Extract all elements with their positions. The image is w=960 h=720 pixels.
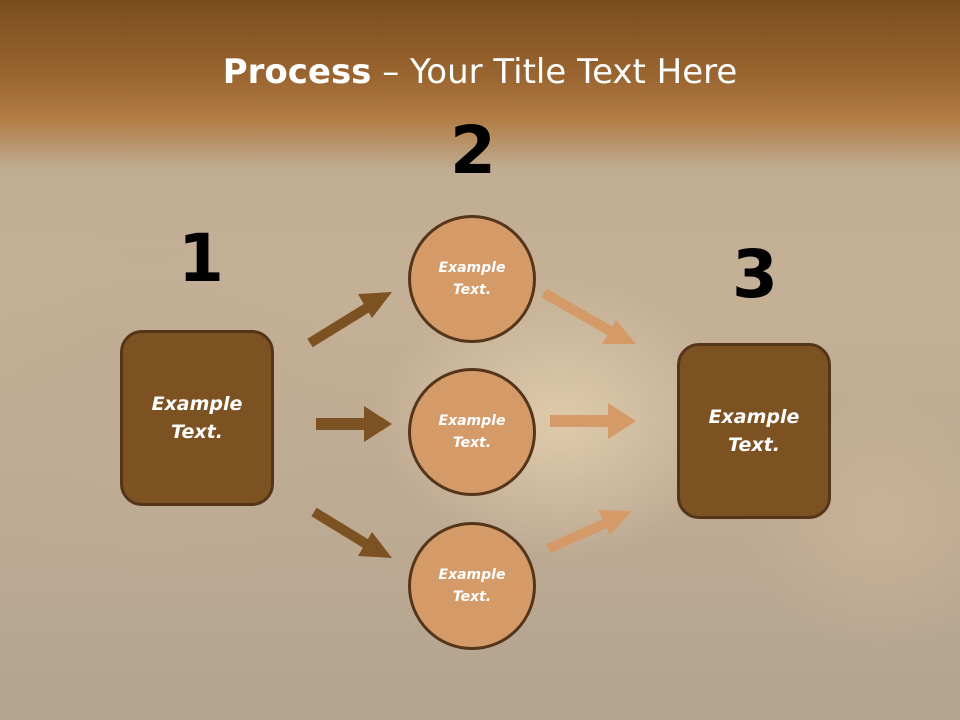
circle-middle-text: Example Text. xyxy=(438,412,506,451)
arrow-right-down xyxy=(541,288,636,344)
step-box-1-text: Example Text. xyxy=(151,392,243,444)
title-bold: Process xyxy=(222,52,372,92)
title-rest: – Your Title Text Here xyxy=(371,52,738,92)
step-number-2: 2 xyxy=(450,112,496,189)
arrow-left-down xyxy=(311,507,392,558)
circle-bottom-text: Example Text. xyxy=(438,566,506,605)
step-number-1: 1 xyxy=(178,220,224,297)
arrow-right-straight xyxy=(550,403,636,439)
arrow-left-right xyxy=(316,406,392,442)
circle-top-text: Example Text. xyxy=(438,259,506,298)
arrow-right-up xyxy=(545,510,632,554)
step-box-3-text: Example Text. xyxy=(708,405,800,457)
circle-top[interactable]: Example Text. xyxy=(408,215,536,343)
step-number-3: 3 xyxy=(732,236,778,313)
slide-title: Process – Your Title Text Here xyxy=(0,52,960,92)
title-band xyxy=(0,0,960,170)
arrow-left-up xyxy=(307,292,392,348)
step-box-1[interactable]: Example Text. xyxy=(120,330,274,506)
circle-bottom[interactable]: Example Text. xyxy=(408,522,536,650)
step-box-3[interactable]: Example Text. xyxy=(677,343,831,519)
circle-middle[interactable]: Example Text. xyxy=(408,368,536,496)
